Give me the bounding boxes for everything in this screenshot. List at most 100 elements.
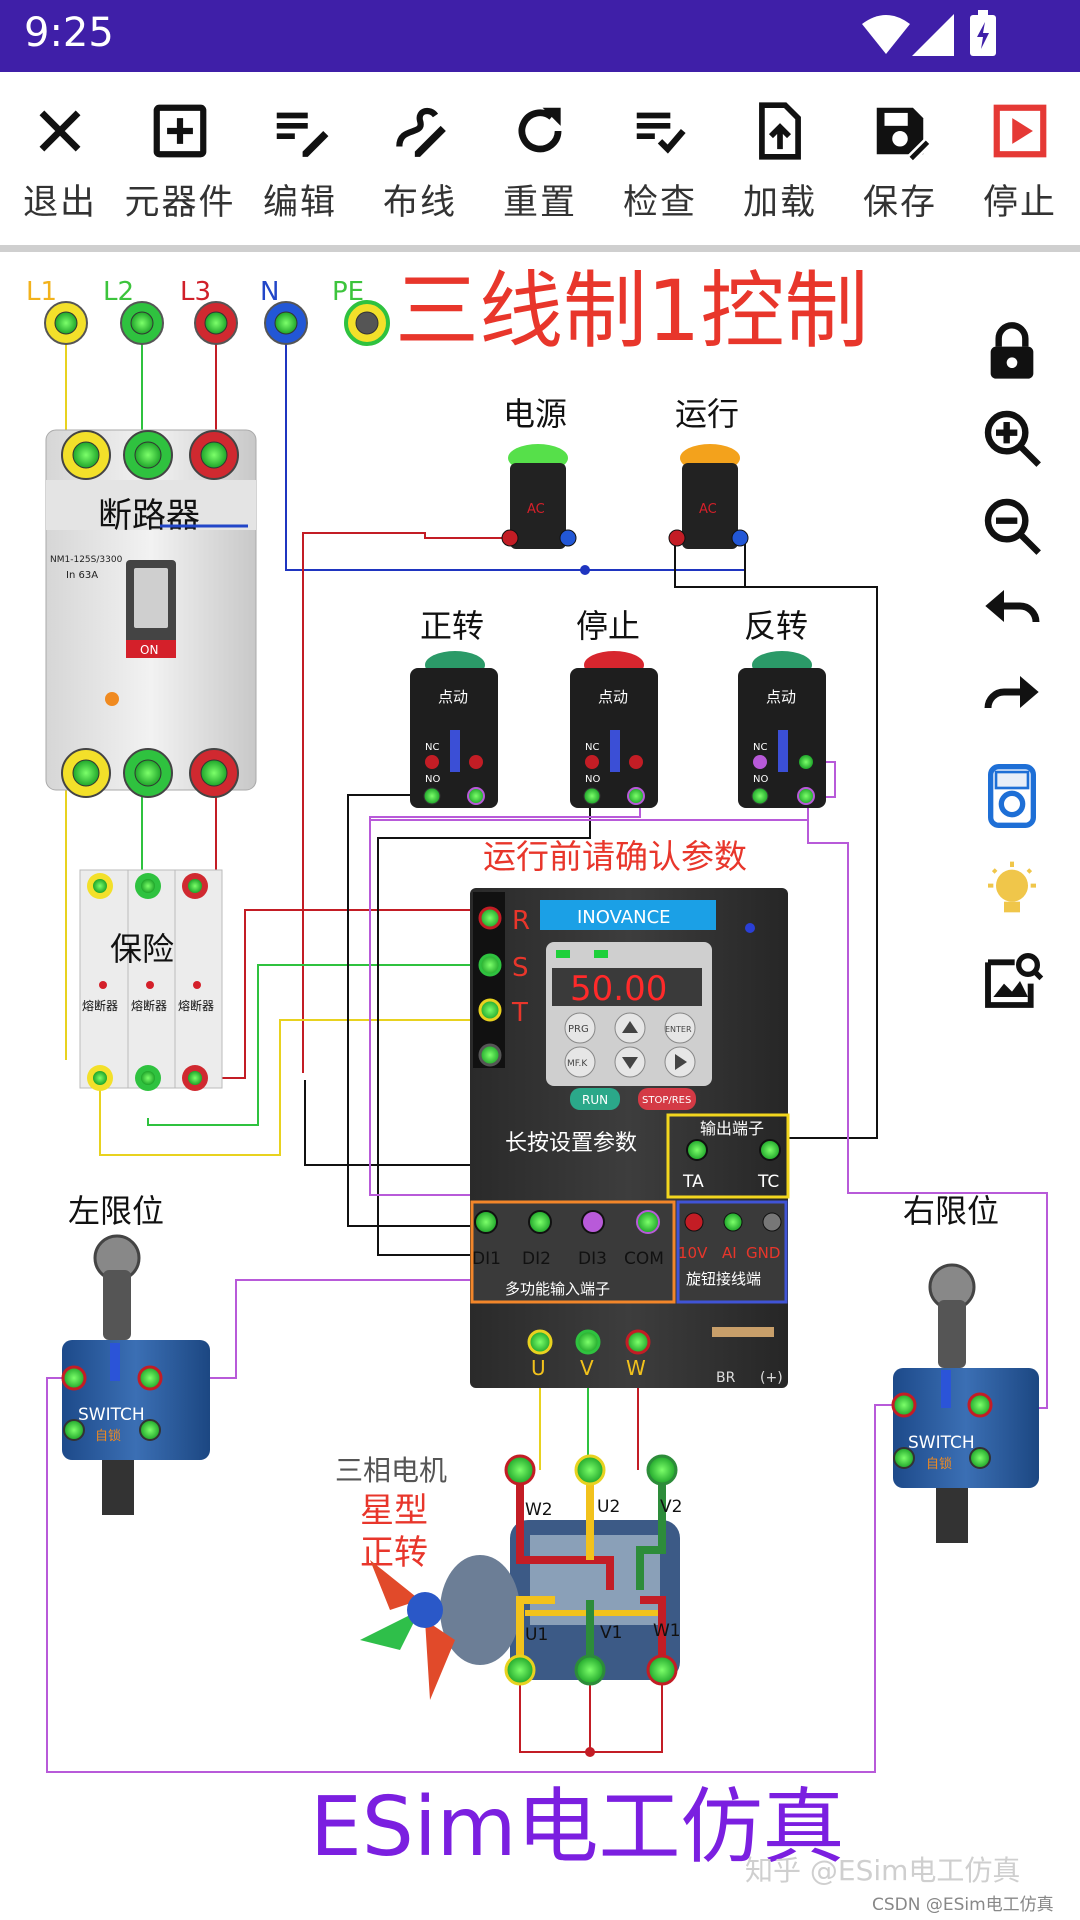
button-forward-no: NO [425, 774, 440, 785]
key-run[interactable]: RUN [582, 1093, 608, 1107]
load-button[interactable]: 加载 [720, 90, 840, 240]
knob-ai: AI [722, 1244, 737, 1262]
inverter-display: 50.00 [570, 969, 667, 1009]
limit-right-switch-sub: 自锁 [926, 1456, 952, 1472]
key-mfk[interactable]: MF.K [567, 1059, 588, 1069]
button-forward-badge: 点动 [438, 688, 468, 706]
button-stop[interactable]: 停止 点动 NC NO [570, 607, 658, 808]
lamp-run[interactable]: 运行 AC [668, 395, 749, 549]
button-stop-badge: 点动 [598, 688, 628, 706]
terminal-v: V [580, 1356, 594, 1380]
save-button[interactable]: 保存 [840, 90, 960, 240]
lamp-power[interactable]: 电源 AC [501, 395, 577, 549]
limit-right-switch-text: SWITCH [908, 1433, 975, 1453]
components-button[interactable]: 元器件 [120, 90, 240, 240]
knob-10v: 10V [678, 1244, 708, 1262]
phase-label-l1: L1 [26, 277, 57, 307]
limit-switch-left[interactable]: 左限位 SWITCH 自锁 [61, 1192, 210, 1515]
button-reverse[interactable]: 反转 点动 NC NO [738, 607, 826, 808]
button-reverse-no: NO [753, 774, 768, 785]
breaker-label: 断路器 [98, 496, 200, 536]
supply-terminals[interactable] [44, 300, 390, 346]
input-di2: DI2 [522, 1249, 551, 1269]
terminal-r-label: R [512, 906, 530, 936]
button-reverse-label: 反转 [744, 607, 808, 645]
button-forward-label: 正转 [420, 607, 484, 645]
breaker-rating: In 63A [66, 570, 98, 581]
fuse-block[interactable]: 保险 熔断器 熔断器 熔断器 [79, 869, 223, 1091]
stop-label: 停止 [982, 183, 1057, 223]
key-stop[interactable]: STOP/RES [642, 1095, 691, 1106]
key-prg[interactable]: PRG [568, 1024, 589, 1035]
breaker-on-label: ON [140, 643, 158, 657]
status-time: 9:25 [24, 10, 114, 56]
close-icon [39, 110, 81, 152]
credit: CSDN @ESim电工仿真 [872, 1895, 1054, 1915]
brand-footer: ESim电工仿真 [310, 1780, 845, 1875]
motor-u2: U2 [597, 1497, 620, 1517]
breaker-model: NM1-125S/3300 [50, 555, 123, 565]
save-label: 保存 [862, 183, 937, 223]
motor-v1: V1 [600, 1623, 622, 1643]
phase-label-l3: L3 [180, 277, 211, 307]
lock-icon[interactable] [980, 320, 1044, 384]
motor-title: 三相电机 [335, 1454, 447, 1487]
long-press-hint: 长按设置参数 [505, 1131, 637, 1156]
limit-left-label: 左限位 [68, 1192, 164, 1230]
edit-button[interactable]: 编辑 [240, 90, 360, 240]
limit-left-switch-text: SWITCH [78, 1405, 145, 1425]
limit-switch-right[interactable]: 右限位 SWITCH 自锁 [891, 1192, 1039, 1543]
toolbar: 退出 元器件 编辑 布线 重置 检查 加载 保存 停止 [0, 72, 1080, 252]
diagram-title: 三线制1控制 [395, 262, 868, 360]
check-label: 检查 [622, 183, 697, 223]
motor[interactable]: 三相电机 星型 正转 W2 U2 V2 U1 V1 W1 [335, 1454, 682, 1757]
cell-signal-icon [912, 14, 954, 56]
button-stop-nc: NC [585, 742, 599, 753]
zoom-in-icon[interactable] [980, 406, 1044, 470]
reset-button[interactable]: 重置 [480, 90, 600, 240]
terminal-plus: (+) [760, 1370, 783, 1386]
inverter[interactable]: INOVANCE 50.00 PRG ENTER MF.K RUN STOP/R… [470, 888, 790, 1388]
input-terminal-title: 多功能输入端子 [505, 1280, 610, 1298]
exit-button[interactable]: 退出 [0, 90, 120, 240]
button-stop-label: 停止 [576, 607, 640, 645]
circuit-breaker[interactable]: 断路器 NM1-125S/3300 In 63A ON [45, 429, 257, 798]
multimeter-icon[interactable] [980, 764, 1044, 828]
battery-charging-icon [970, 10, 996, 56]
fuse-unit-2: 熔断器 [131, 998, 167, 1013]
check-button[interactable]: 检查 [600, 90, 720, 240]
lamp-power-label: 电源 [503, 395, 567, 433]
wiring-diagram[interactable]: 三线制1控制 L1 L2 L3 N PE [0, 259, 1080, 1920]
watermark: 知乎 @ESim电工仿真 [745, 1854, 1020, 1887]
redo-icon[interactable] [980, 668, 1044, 732]
wiring-button[interactable]: 布线 [360, 90, 480, 240]
stop-button[interactable]: 停止 [960, 90, 1080, 240]
motor-u1: U1 [525, 1625, 548, 1645]
key-enter[interactable]: ENTER [665, 1025, 692, 1034]
fuse-unit-3: 熔断器 [178, 998, 214, 1013]
edit-list-icon [276, 112, 329, 157]
hint-bulb-icon[interactable] [980, 859, 1044, 923]
wiring-canvas[interactable]: 三线制1控制 L1 L2 L3 N PE [0, 259, 1080, 1920]
fuse-label: 保险 [110, 930, 174, 968]
motor-v2: V2 [660, 1497, 682, 1517]
button-reverse-nc: NC [753, 742, 767, 753]
zoom-out-icon[interactable] [980, 494, 1044, 558]
phase-label-n: N [260, 277, 279, 307]
undo-icon[interactable] [980, 582, 1044, 646]
motor-w2: W2 [525, 1500, 553, 1520]
components-label: 元器件 [124, 183, 236, 223]
inverter-brand: INOVANCE [577, 907, 671, 928]
image-search-icon[interactable] [980, 949, 1044, 1013]
button-reverse-badge: 点动 [766, 688, 796, 706]
output-tc: TC [757, 1172, 779, 1192]
load-label: 加载 [742, 183, 817, 223]
button-forward-nc: NC [425, 742, 439, 753]
limit-right-label: 右限位 [903, 1192, 999, 1230]
reset-label: 重置 [502, 183, 577, 223]
output-terminal-title: 输出端子 [700, 1119, 764, 1138]
draw-icon [396, 107, 446, 157]
button-forward[interactable]: 正转 点动 NC NO [410, 607, 498, 808]
stop-icon [993, 104, 1047, 158]
status-bar: 9:25 [0, 0, 1080, 72]
